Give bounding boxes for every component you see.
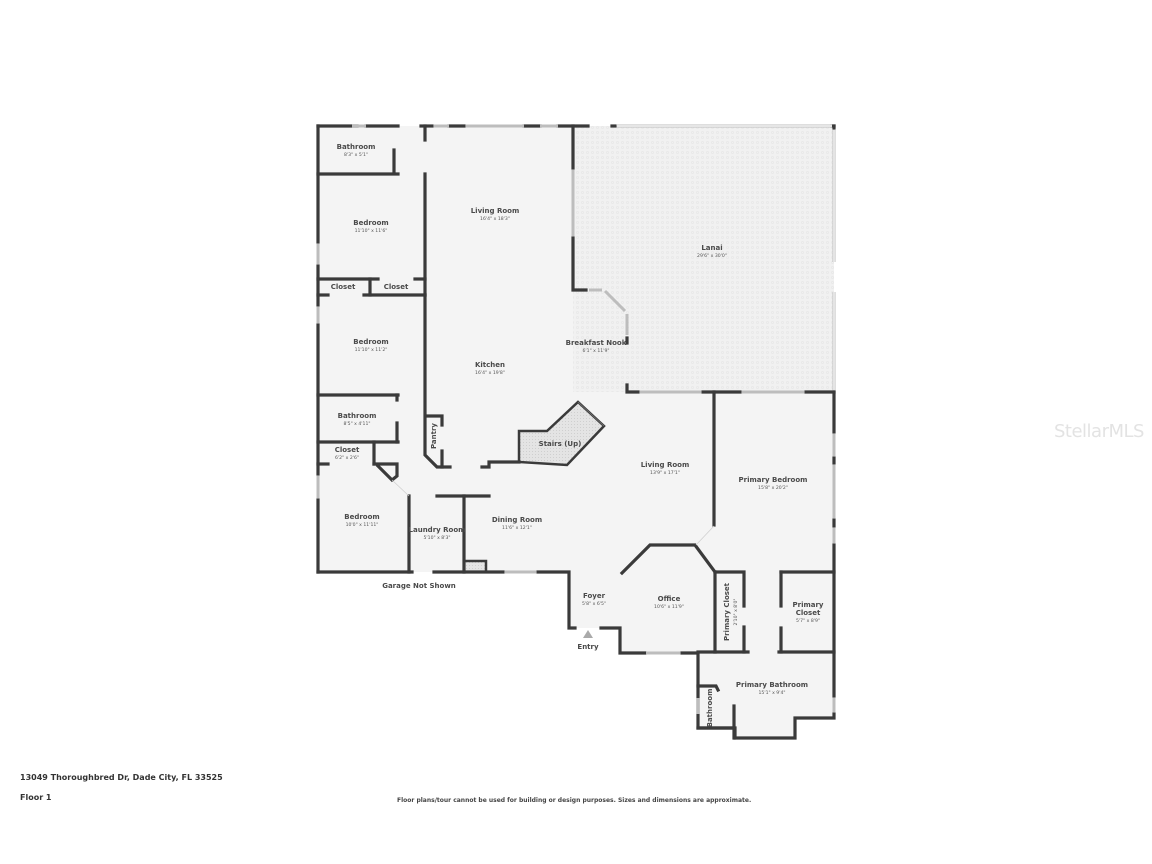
svg-text:10'0" x 11'11": 10'0" x 11'11"	[346, 522, 379, 528]
svg-text:5'7" x 8'9": 5'7" x 8'9"	[796, 618, 820, 624]
disclaimer: Floor plans/tour cannot be used for buil…	[397, 797, 752, 804]
svg-text:6'1" x 11'9": 6'1" x 11'9"	[582, 348, 609, 354]
room-bathroom-nw: Bathroom	[337, 143, 376, 151]
room-living-2: Living Room	[641, 461, 690, 469]
svg-text:11'10" x 11'6": 11'10" x 11'6"	[355, 228, 388, 234]
room-labels: Bathroom 8'3" x 5'1" Bedroom 11'10" x 11…	[331, 143, 824, 727]
svg-text:13'9" x 17'1": 13'9" x 17'1"	[650, 470, 680, 476]
entry-label: Entry	[577, 643, 599, 651]
svg-text:5'8" x 6'5": 5'8" x 6'5"	[582, 601, 606, 607]
room-primary-closet-2: Primary	[792, 601, 823, 609]
svg-text:6'2" x 2'6": 6'2" x 2'6"	[335, 455, 359, 461]
room-kitchen: Kitchen	[475, 361, 505, 369]
floor-label: Floor 1	[20, 793, 52, 802]
svg-text:15'8" x 20'2": 15'8" x 20'2"	[758, 485, 788, 491]
room-pantry: Pantry	[430, 423, 438, 449]
svg-text:11'10" x 11'2": 11'10" x 11'2"	[355, 347, 388, 353]
room-breakfast-nook: Breakfast Nook	[566, 339, 627, 347]
svg-text:10'6" x 11'9": 10'6" x 11'9"	[654, 604, 684, 610]
svg-text:Closet: Closet	[796, 609, 821, 617]
room-living-1: Living Room	[471, 207, 520, 215]
room-bedroom-1: Bedroom	[353, 219, 388, 227]
room-bathroom-w: Bathroom	[338, 412, 377, 420]
svg-text:8'5" x 4'11": 8'5" x 4'11"	[343, 421, 370, 427]
door-lines	[391, 479, 715, 546]
svg-text:16'4" x 19'8": 16'4" x 19'8"	[475, 370, 505, 376]
room-laundry: Laundry Room	[409, 526, 466, 534]
room-closet-a: Closet	[331, 283, 356, 291]
svg-text:11'6" x 12'1": 11'6" x 12'1"	[502, 525, 532, 531]
room-dining: Dining Room	[492, 516, 542, 524]
laundry-hatch	[462, 559, 488, 574]
room-bathroom-s: Bathroom	[706, 689, 714, 728]
svg-text:8'3" x 5'1": 8'3" x 5'1"	[344, 152, 368, 158]
room-bedroom-3: Bedroom	[344, 513, 379, 521]
svg-text:29'6" x 30'0": 29'6" x 30'0"	[697, 253, 727, 259]
room-closet-b: Closet	[384, 283, 409, 291]
room-closet-c: Closet	[335, 446, 360, 454]
room-primary-closet-1: Primary Closet	[723, 582, 731, 641]
svg-text:5'10" x 8'3": 5'10" x 8'3"	[423, 535, 450, 541]
room-foyer: Foyer	[583, 592, 606, 600]
room-stairs: Stairs (Up)	[539, 440, 582, 448]
entry-arrow-icon	[583, 630, 593, 638]
walls	[316, 124, 836, 740]
room-primary-bathroom: Primary Bathroom	[736, 681, 808, 689]
watermark: StellarMLS	[1054, 421, 1144, 442]
svg-text:16'4" x 18'3": 16'4" x 18'3"	[480, 216, 510, 222]
svg-text:2'10" x 8'0": 2'10" x 8'0"	[733, 598, 739, 625]
lanai-floor	[573, 126, 834, 392]
room-bedroom-2: Bedroom	[353, 338, 388, 346]
room-office: Office	[658, 595, 681, 603]
room-lanai: Lanai	[701, 244, 722, 252]
property-address: 13049 Thoroughbred Dr, Dade City, FL 335…	[20, 773, 223, 782]
svg-text:15'1" x 9'4": 15'1" x 9'4"	[758, 690, 785, 696]
room-primary-bedroom: Primary Bedroom	[739, 476, 808, 484]
windows	[316, 124, 836, 714]
garage-label: Garage Not Shown	[382, 582, 456, 590]
